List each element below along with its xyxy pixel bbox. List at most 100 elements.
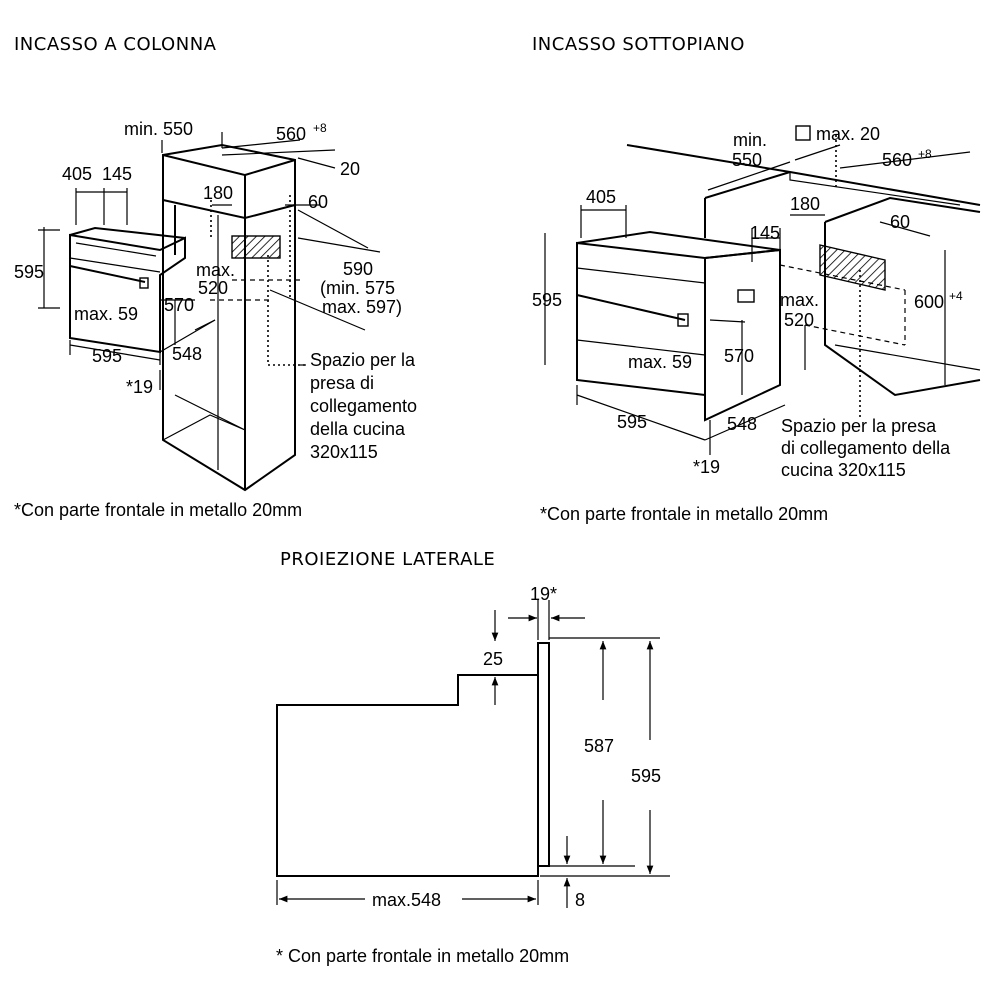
column-socket-note: Spazio per la presa di collegamento dell… [310,350,417,462]
under-dim-570: 570 [724,346,754,366]
side-dim-19: 19* [530,584,557,604]
under-dim-595-h: 595 [532,290,562,310]
column-note-line: Spazio per la [310,350,416,370]
under-dotted-guides [835,135,861,420]
column-dim-19: *19 [126,377,153,397]
column-dim-560-lines [221,139,336,169]
column-dim-180: 180 [203,183,233,203]
under-countertop-edge [789,172,961,206]
column-dashed-guides [210,279,300,301]
column-dim-60: 60 [308,192,328,212]
under-hinge [737,289,755,303]
column-dim-548: 548 [172,344,202,364]
column-dim-max59: max. 59 [74,304,138,324]
column-dim-ticks-top [161,132,223,153]
column-dim-145: 145 [102,164,132,184]
side-drawing [276,600,670,908]
side-dim-max548: max.548 [372,890,441,910]
under-socket-area [819,244,886,291]
under-dim-max: max. [780,290,819,310]
under-dim-19: *19 [693,457,720,477]
column-oven-body [69,233,186,354]
column-dim-595-w: 595 [92,346,122,366]
column-bottom-shelf [162,394,246,441]
under-dim-550 [707,144,841,191]
under-dim-595-w: 595 [617,412,647,432]
side-footnote: * Con parte frontale in metallo 20mm [276,946,569,966]
column-dim-405-145 [75,188,128,225]
column-dim-595-width [69,340,161,361]
column-dim-548 [159,319,216,365]
side-ext-heights [540,637,670,877]
column-dim-595-height [38,227,60,309]
column-dotted-guides [210,195,305,366]
column-dim-min575: (min. 575 [320,278,395,298]
under-dashed-guides [779,264,906,346]
under-oven-handle [576,294,686,321]
column-dim-590: 590 [343,259,373,279]
column-dim-520: 520 [198,278,228,298]
under-dim-560: 560 [882,150,912,170]
under-dim-max20: max. 20 [816,124,880,144]
under-note-line: di collegamento della [781,438,951,458]
under-dim-560 [839,151,971,169]
under-dim-595-w [576,385,706,441]
column-oven-handle [69,265,146,283]
column-note-line: presa di [310,373,374,393]
side-dim-595: 595 [631,766,661,786]
under-dim-405 [580,205,627,238]
title-side: PROIEZIONE LATERALE [280,549,495,570]
column-shelf-top [162,199,296,220]
column-dim-560-tol: +8 [313,121,327,135]
under-countertop-front [704,171,791,238]
column-note-line: 320x115 [310,442,378,462]
under-oven-front [576,241,706,397]
under-dim-145 [751,228,781,262]
column-footnote: *Con parte frontale in metallo 20mm [14,500,302,520]
side-dim-8: 8 [575,890,585,910]
under-dim-520: 520 [784,310,814,330]
column-dim-595-h: 595 [14,262,44,282]
under-dim-145: 145 [750,223,780,243]
under-dim-180-60 [790,214,931,237]
side-dim-25: 25 [483,649,503,669]
column-dim-min550: min. 550 [124,119,193,139]
under-handle-end [677,313,689,327]
column-dim-max: max. [196,260,235,280]
square-icon [795,125,811,141]
side-ext-548 [276,880,539,905]
side-oven-profile [276,642,550,877]
under-oven-panel [576,267,706,356]
column-oven-panel [69,242,161,273]
under-dim-max59: max. 59 [628,352,692,372]
column-dim-20: 20 [340,159,360,179]
column-note-line: della cucina [310,419,406,439]
under-dim-560-tol: +8 [918,147,932,161]
under-cabinet-floor [834,344,981,371]
under-footnote: *Con parte frontale in metallo 20mm [540,504,828,524]
column-handle-end [139,277,149,289]
column-drawing [38,132,381,492]
column-dim-405: 405 [62,164,92,184]
column-dim-560: 560 [276,124,306,144]
column-dim-570: 570 [164,295,194,315]
under-socket-note: Spazio per la presa di collegamento dell… [781,416,951,480]
side-dim-587: 587 [584,736,614,756]
under-note-line: cucina 320x115 [781,460,906,480]
under-oven-side [704,248,781,422]
under-dim-405: 405 [586,187,616,207]
under-dim-60: 60 [890,212,910,232]
column-oven-top [69,226,186,239]
under-drawing [544,135,981,455]
under-dim-min: min. [733,130,767,150]
under-dim-600: 600 [914,292,944,312]
column-cabinet-top-edge [244,159,296,176]
under-dim-548 [704,404,786,455]
under-dim-59 [709,319,746,323]
under-dim-600-tol: +4 [949,289,963,303]
column-note-line: collegamento [310,396,417,416]
column-dim-590-lines [269,209,381,331]
column-socket-area [231,235,281,259]
